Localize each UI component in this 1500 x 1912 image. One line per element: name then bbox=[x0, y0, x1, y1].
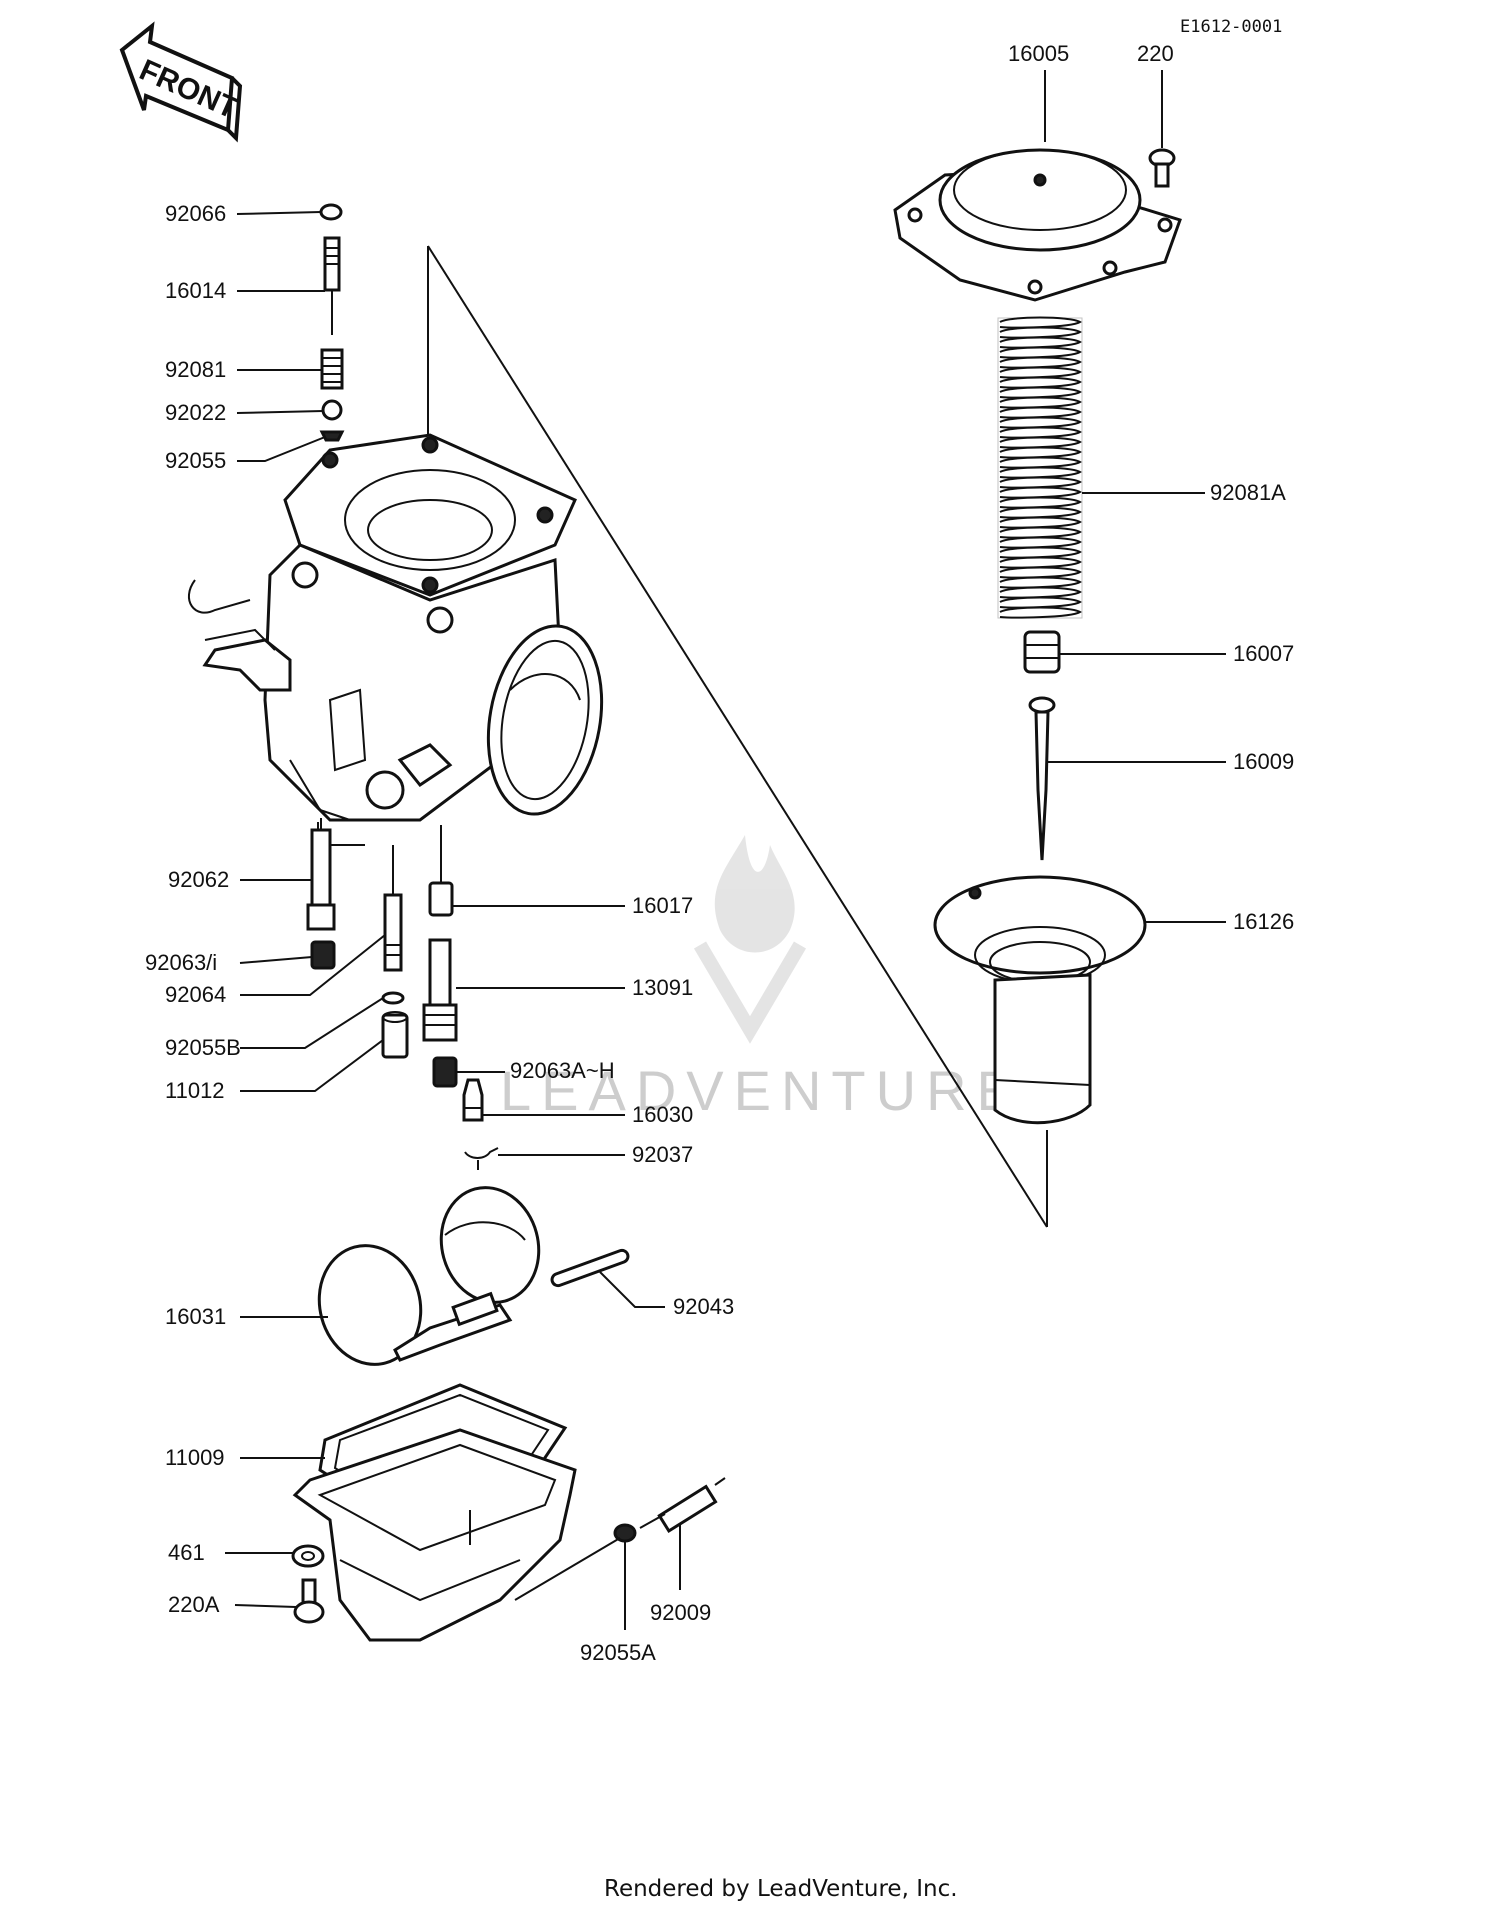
part-92037-illustration bbox=[464, 1147, 499, 1170]
part-92043-pin-illustration bbox=[550, 1248, 630, 1288]
part-number-label: 92081 bbox=[165, 357, 226, 382]
part-220a-bolt-illustration bbox=[293, 1578, 325, 1624]
guide-line bbox=[427, 245, 1048, 1228]
part-16014-illustration bbox=[323, 236, 341, 335]
float-bowl-illustration bbox=[292, 1428, 577, 1642]
part-number-label: 92063/i bbox=[145, 950, 217, 975]
bowl-screw-guide bbox=[514, 1537, 621, 1601]
part-number-label: 92043 bbox=[673, 1294, 734, 1319]
carburetor-body-illustration bbox=[188, 433, 604, 846]
part-16031-float-illustration bbox=[317, 1186, 541, 1366]
leader-line bbox=[236, 211, 322, 215]
part-number-label: 16014 bbox=[165, 278, 226, 303]
part-number-label: 92081A bbox=[1210, 480, 1286, 505]
flame-logo-icon bbox=[714, 835, 795, 953]
part-16030-illustration bbox=[462, 1078, 484, 1122]
part-92066-illustration bbox=[319, 203, 343, 221]
leader-line bbox=[236, 410, 324, 414]
part-number-label: 16030 bbox=[632, 1102, 693, 1127]
part-16017-illustration bbox=[428, 825, 454, 917]
leader-line bbox=[237, 436, 326, 462]
part-92055b-illustration bbox=[381, 991, 405, 1005]
part-number-label: 13091 bbox=[632, 975, 693, 1000]
part-92022-illustration bbox=[321, 399, 343, 421]
part-number-label: 220 bbox=[1137, 41, 1174, 66]
part-92063i-illustration bbox=[310, 940, 336, 970]
part-92055a-oring-illustration bbox=[613, 1523, 637, 1543]
part-number-label: 92062 bbox=[168, 867, 229, 892]
part-16126-diaphragm-illustration bbox=[933, 875, 1147, 1125]
part-92055-illustration bbox=[319, 430, 345, 442]
leader-line bbox=[239, 956, 313, 964]
part-number-label: 92064 bbox=[165, 982, 226, 1007]
part-number-label: 16005 bbox=[1008, 41, 1069, 66]
part-number-label: 92009 bbox=[650, 1600, 711, 1625]
part-461-illustration bbox=[291, 1544, 325, 1568]
part-13091-illustration bbox=[422, 938, 458, 1042]
part-number-label: 16009 bbox=[1233, 749, 1294, 774]
watermark-text: LEADVENTURE bbox=[500, 1059, 1024, 1122]
part-92081-spring-illustration bbox=[320, 348, 344, 390]
part-92064-illustration bbox=[383, 845, 403, 972]
part-number-label: 11009 bbox=[165, 1445, 225, 1470]
part-16007-illustration bbox=[1023, 630, 1061, 674]
part-labels: 92066 16014 92081 92022 92055 92062 92063/i 920… bbox=[145, 41, 1294, 1665]
part-number-label: 92022 bbox=[165, 400, 226, 425]
part-number-label: 461 bbox=[168, 1540, 205, 1565]
part-number-label: 92037 bbox=[632, 1142, 693, 1167]
part-16005-cover-illustration bbox=[893, 148, 1182, 302]
footer-credit: Rendered by LeadVenture, Inc. bbox=[604, 1876, 958, 1902]
part-11012-illustration bbox=[381, 1011, 409, 1059]
part-number-label: 92055B bbox=[165, 1035, 241, 1060]
part-92062-illustration bbox=[306, 818, 336, 931]
part-number-label: 16031 bbox=[165, 1304, 226, 1329]
leader-line bbox=[234, 1604, 297, 1608]
part-92063ah-illustration bbox=[432, 1056, 458, 1088]
leader-line bbox=[240, 934, 386, 996]
leader-line bbox=[240, 1039, 384, 1092]
part-16009-needle-illustration bbox=[1028, 696, 1056, 861]
part-number-label: 92066 bbox=[165, 201, 226, 226]
leader-line bbox=[599, 1271, 665, 1308]
diagram-ref-code: E1612-0001 bbox=[1180, 17, 1282, 37]
front-arrow-badge: FRONT bbox=[119, 21, 242, 143]
part-number-label: 92063A~H bbox=[510, 1058, 615, 1083]
part-number-label: 16126 bbox=[1233, 909, 1294, 934]
part-number-label: 16017 bbox=[632, 893, 693, 918]
part-number-label: 220A bbox=[168, 1592, 220, 1617]
part-92081a-spring-illustration bbox=[997, 316, 1083, 619]
part-92009-screw-illustration bbox=[639, 1477, 726, 1534]
part-number-label: 92055 bbox=[165, 448, 226, 473]
watermark: LEADVENTURE bbox=[500, 835, 1024, 1122]
leader-line bbox=[240, 997, 384, 1049]
part-number-label: 11012 bbox=[165, 1078, 225, 1103]
part-220-screw-illustration bbox=[1148, 148, 1176, 188]
part-number-label: 16007 bbox=[1233, 641, 1294, 666]
front-arrow-icon bbox=[119, 21, 235, 133]
part-number-label: 92055A bbox=[580, 1640, 656, 1665]
